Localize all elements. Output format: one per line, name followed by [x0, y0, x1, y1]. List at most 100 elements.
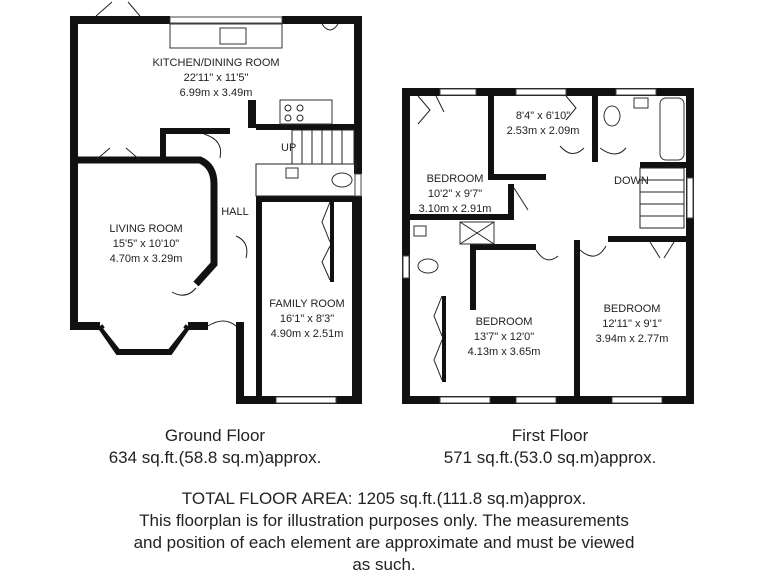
ff-door-bed-right — [579, 245, 607, 257]
ff-basin-icon — [633, 97, 649, 109]
ff-ensuite-basin-icon — [413, 225, 427, 237]
total-floor-area: TOTAL FLOOR AREA: 1205 sq.ft.(111.8 sq.m… — [181, 489, 587, 508]
ground-floor-label: Ground Floor — [164, 426, 266, 445]
ff-window-bed-right — [611, 396, 663, 404]
ff-wall-left — [402, 88, 410, 404]
ff-wall-right — [686, 88, 694, 404]
ff-wall-bed-right-top — [608, 236, 690, 242]
kitchen-sink-icon — [219, 27, 247, 45]
hob-icon — [279, 99, 333, 125]
disclaimer-line-3: as such. — [352, 555, 416, 574]
ff-wardrobe-mid — [433, 295, 443, 381]
gf-bay-window — [97, 324, 191, 355]
gf-window-cloakroom — [354, 173, 362, 197]
ff-bed-left-imperial: 10'2" x 9'7" — [428, 188, 482, 200]
ff-window-bed-mid — [439, 396, 491, 404]
gf-wall-right-lower — [352, 196, 362, 404]
ff-door-bed-left — [513, 187, 529, 211]
gf-wall-bay-right — [188, 322, 208, 330]
ff-bed-right-name: BEDROOM — [604, 303, 661, 315]
gf-window-top — [169, 16, 283, 24]
ff-bed-left-metric: 3.10m x 2.91m — [419, 203, 492, 215]
ff-window-small — [515, 88, 567, 96]
family-name: FAMILY ROOM — [269, 298, 344, 310]
ff-bed-mid-metric: 4.13m x 3.65m — [468, 346, 541, 358]
ff-window-ensuite — [402, 255, 410, 279]
first-floor-label: First Floor — [511, 426, 589, 445]
gf-wall-bay-left — [70, 322, 100, 330]
ff-stairs-icon — [639, 167, 685, 229]
gf-wall-top-left — [70, 16, 170, 24]
kitchen-imperial: 22'11" x 11'5" — [184, 72, 249, 84]
gf-living-door — [171, 287, 197, 296]
ground-floor-caption: Ground Floor 634 sq.ft.(58.8 sq.m)approx… — [70, 425, 360, 469]
gf-wall-kitchen-stub — [248, 100, 256, 128]
ff-wall-bed-left-bottom — [410, 214, 514, 220]
gf-wall-family-left — [236, 322, 244, 404]
ff-small-imperial: 8'4" x 6'10" — [516, 110, 570, 122]
ground-floor-plan: UP KITCHEN/DINING ROOM 22'11" x 11'5" 6.… — [70, 1, 362, 404]
ff-stair-label: DOWN — [614, 175, 649, 187]
ff-window-bed-left — [439, 88, 477, 96]
ff-bath-icon — [659, 97, 685, 161]
ground-floor-area: 634 sq.ft.(58.8 sq.m)approx. — [108, 448, 322, 467]
ff-bed-right-imperial: 12'11" x 9'1" — [602, 318, 662, 330]
hall-name: HALL — [221, 206, 249, 218]
gf-cupboard-door — [203, 133, 222, 159]
gf-wall-hall-cupboard — [160, 128, 166, 162]
gf-door-top-right — [321, 23, 339, 31]
ff-wardrobe-right — [649, 241, 675, 259]
kitchen-metric: 6.99m x 3.49m — [180, 87, 253, 99]
ff-bed-left-name: BEDROOM — [427, 173, 484, 185]
ff-door-bath — [599, 147, 627, 155]
gf-french-door-icon — [95, 1, 141, 17]
ff-wall-mid-right — [574, 240, 580, 398]
cloakroom-toilet-icon — [331, 172, 353, 188]
first-floor-plan: DOWN 8'4" x 6'10" 2.53m x 2.09m BEDROOM … — [402, 88, 694, 404]
gf-wall-family-top — [256, 196, 356, 202]
ff-ensuite-toilet-icon — [417, 258, 439, 274]
ff-door-bed-mid — [535, 249, 559, 261]
family-metric: 4.90m x 2.51m — [271, 328, 344, 340]
kitchen-name: KITCHEN/DINING ROOM — [152, 57, 279, 69]
ff-wall-bath-bottom — [640, 162, 690, 168]
living-metric: 4.70m x 3.29m — [110, 253, 183, 265]
gf-hall-door — [235, 235, 248, 259]
family-imperial: 16'1" x 8'3" — [280, 313, 334, 325]
cloakroom-basin-icon — [285, 167, 299, 179]
first-floor-area: 571 sq.ft.(53.0 sq.m)approx. — [443, 448, 657, 467]
ff-door-small — [559, 145, 585, 154]
ff-bed-mid-name: BEDROOM — [476, 316, 533, 328]
ff-small-metric: 2.53m x 2.09m — [507, 125, 580, 137]
first-floor-caption: First Floor 571 sq.ft.(53.0 sq.m)approx. — [400, 425, 700, 469]
gf-wall-left — [70, 16, 78, 330]
living-imperial: 15'5" x 10'10" — [113, 238, 180, 250]
ff-wall-small-bottom — [488, 174, 546, 180]
ff-wall-bath-left — [592, 96, 598, 162]
family-cupboard-doors — [321, 201, 331, 281]
ff-window-bed-mid-2 — [515, 396, 557, 404]
disclaimer-line-2: and position of each element are approxi… — [133, 533, 635, 552]
ff-bed-mid-imperial: 13'7" x 12'0" — [474, 331, 534, 343]
ff-wall-small-left — [488, 96, 494, 180]
gf-stair-label: UP — [281, 142, 296, 154]
gf-living-french-door — [95, 147, 141, 161]
ff-wall-bed-left-side — [508, 184, 514, 214]
disclaimer-line-1: This floorplan is for illustration purpo… — [139, 511, 629, 530]
ff-wall-bed-mid-top — [470, 244, 536, 250]
gf-wall-top-right — [282, 16, 362, 24]
gf-front-door — [207, 320, 237, 327]
ff-wall-ensuite-right — [470, 240, 476, 310]
ff-toilet-icon — [603, 105, 621, 127]
living-name: LIVING ROOM — [109, 223, 182, 235]
floorplan-drawing: UP KITCHEN/DINING ROOM 22'11" x 11'5" 6.… — [70, 1, 694, 404]
gf-stairs-icon — [291, 129, 355, 165]
ff-wardrobe-left — [417, 95, 445, 125]
ff-bed-right-metric: 3.94m x 2.77m — [596, 333, 669, 345]
disclaimer-footer: TOTAL FLOOR AREA: 1205 sq.ft.(111.8 sq.m… — [40, 488, 728, 576]
gf-wall-living-divider — [78, 156, 218, 287]
ff-window-landing — [686, 177, 694, 219]
ff-wardrobe-small — [565, 95, 577, 121]
family-cupboard — [330, 202, 334, 282]
gf-window-family — [275, 396, 337, 404]
